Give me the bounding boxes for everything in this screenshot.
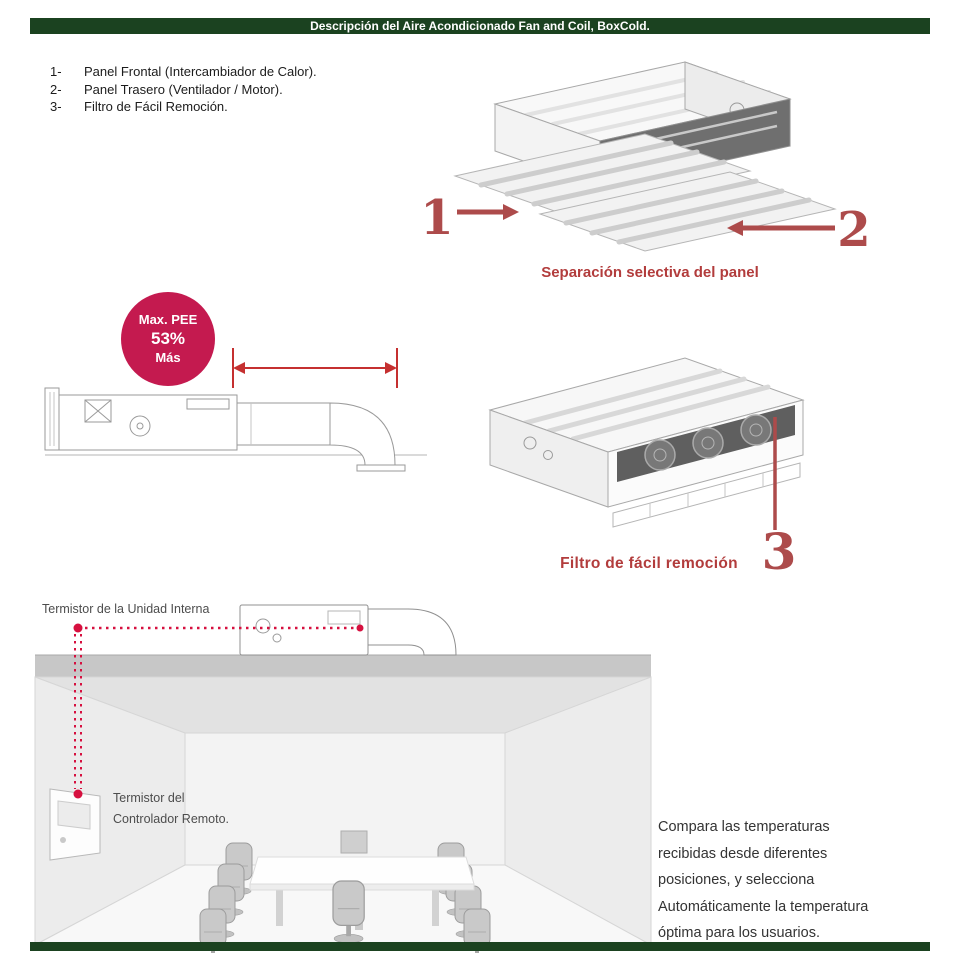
page-title: Descripción del Aire Acondicionado Fan a… [310, 19, 650, 33]
removable-filter-frame [612, 462, 801, 528]
blower-icon [129, 415, 151, 437]
fan-wheels [644, 414, 772, 471]
front-panel-1 [453, 133, 752, 214]
coil-pattern [478, 140, 727, 207]
callout-number-2: 2 [837, 202, 870, 258]
fan-motor-icon [543, 450, 553, 460]
parts-list-item: 1- Panel Frontal (Intercambiador de Calo… [50, 63, 317, 81]
badge-line-3: Más [155, 350, 181, 365]
ceiling-slab [35, 655, 651, 677]
parts-list-item: 2- Panel Trasero (Ventilador / Motor). [50, 81, 317, 99]
efficiency-badge: Max. PEE 53% Más [121, 292, 215, 386]
duct-dimension-arrow [232, 348, 398, 388]
parts-list: 1- Panel Frontal (Intercambiador de Calo… [50, 63, 317, 116]
filter-diagram [488, 357, 805, 530]
remote-label-line-2: Controlador Remoto. [113, 812, 230, 826]
brand-logo-icon [60, 837, 66, 843]
remote-thermistor-label: Termistor del Controlador Remoto. [113, 788, 229, 830]
unit-body [239, 604, 369, 656]
filter-caption: Filtro de fácil remoción [560, 555, 738, 572]
description-line: óptima para los usuarios. [658, 925, 820, 941]
sensor-dot [356, 624, 364, 632]
room-interior [34, 676, 652, 946]
fan-motor-icon [523, 436, 537, 450]
thermistor-dotted-lines [74, 626, 360, 789]
filter-unit-isometric [488, 357, 805, 528]
description-line: Automáticamente la temperatura [658, 898, 869, 915]
duct-elbow [367, 608, 457, 656]
sensor-dot [73, 623, 83, 633]
side-view-diagram [44, 348, 427, 472]
arrow-head [727, 220, 743, 236]
ducted-unit [239, 604, 457, 656]
top-coil-pattern [522, 368, 771, 442]
room-diagram [34, 604, 652, 953]
callout-1: 1 [420, 190, 519, 246]
controller-screen [57, 800, 91, 830]
panel-separation-caption: Separación selectiva del panel [541, 264, 759, 281]
description-line: recibidas desde diferentes [658, 845, 828, 862]
badge-line-1: Max. PEE [138, 312, 198, 327]
electric-box [84, 399, 112, 423]
coil-pattern [563, 178, 812, 245]
duct-elbow [329, 402, 396, 466]
description-text: Compara las temperaturas recibidas desde… [658, 814, 938, 947]
remote-controller [49, 788, 101, 861]
callout-number-3: 3 [761, 522, 797, 581]
badge-line-2: 53% [150, 329, 186, 348]
panel-separation-diagram: 1 2 [420, 61, 870, 258]
wall-screen [340, 830, 368, 854]
sensor-dot [73, 789, 83, 799]
description-line: Compara las temperaturas [658, 819, 830, 835]
part-label: Panel Frontal (Intercambiador de Calor). [84, 64, 317, 79]
header-bar: Descripción del Aire Acondicionado Fan a… [30, 18, 930, 34]
part-number: 3- [50, 99, 62, 114]
unit-side-view [44, 387, 427, 472]
footer-bar [30, 942, 930, 951]
callout-2: 2 [727, 202, 870, 258]
unit-thermistor-label: Termistor de la Unidad Interna [42, 602, 210, 616]
arrow-head [503, 204, 519, 220]
part-number: 2- [50, 81, 62, 97]
return-grille [44, 387, 60, 451]
part-label: Panel Trasero (Ventilador / Motor). [84, 81, 283, 97]
rear-panel-2 [538, 171, 837, 252]
part-label: Filtro de Fácil Remoción. [84, 99, 228, 114]
duct-flange [356, 464, 406, 472]
callout-number-1: 1 [420, 190, 453, 246]
part-number: 1- [50, 64, 62, 79]
parts-list-item: 3- Filtro de Fácil Remoción. [50, 98, 317, 116]
duct [236, 402, 331, 446]
description-line: posiciones, y selecciona [658, 872, 815, 888]
remote-label-line-1: Termistor del [113, 791, 185, 805]
